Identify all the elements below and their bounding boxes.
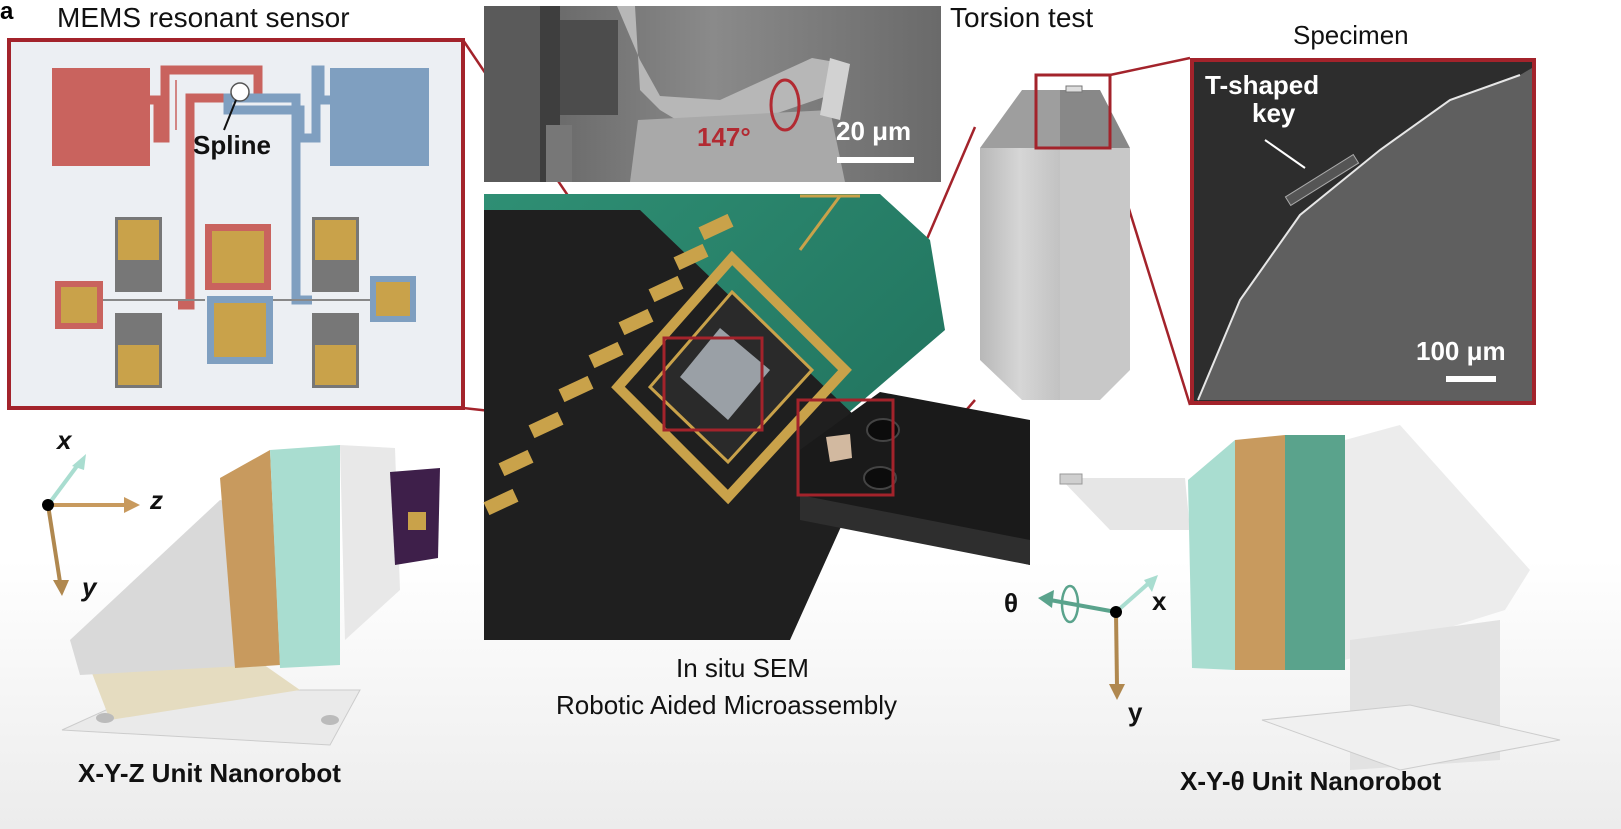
- resonator-block-right-bottom: [312, 313, 359, 388]
- axis-theta-right: θ: [1004, 588, 1019, 618]
- center-caption-line2: Robotic Aided Microassembly: [556, 690, 898, 720]
- axis-y-left: y: [82, 572, 97, 602]
- spline-hole: [230, 82, 250, 102]
- spline-label: Spline: [193, 130, 272, 160]
- mems-sensor-title: MEMS resonant sensor: [57, 2, 350, 33]
- axis-x-right: x: [1152, 586, 1167, 616]
- specimen-title: Specimen: [1293, 20, 1409, 50]
- sample-holder: [796, 392, 1030, 565]
- holder-zoom-box: [796, 398, 895, 497]
- specimen-sem-image: [1190, 58, 1536, 405]
- torsion-pillar: [980, 73, 1130, 400]
- theta-rotation-icon: [1060, 584, 1080, 624]
- xytheta-robot-label: X-Y-θ Unit Nanorobot: [1180, 766, 1442, 796]
- sem-torsion-image: [484, 6, 941, 182]
- axis-y-right: y: [1128, 697, 1143, 727]
- rotation-arrow-icon: [769, 78, 801, 132]
- resonator-block-left-top: [115, 217, 162, 292]
- axis-z-left: z: [150, 485, 163, 515]
- red-bond-pad-large: [52, 68, 150, 166]
- t-key-pointer: [1264, 139, 1306, 169]
- axis-x-left: x: [57, 425, 72, 455]
- spline-pointer: [223, 99, 237, 131]
- resonator-block-left-bottom: [115, 313, 162, 388]
- torsion-test-title: Torsion test: [950, 2, 1094, 33]
- resonator-block-right-top: [312, 217, 359, 292]
- scale-100um-label: 100 μm: [1416, 336, 1506, 366]
- angle-label: 147°: [697, 122, 751, 152]
- t-key-label: key: [1252, 98, 1296, 128]
- scale-20um-label: 20 μm: [836, 116, 912, 146]
- xytheta-nanorobot: [1059, 425, 1561, 771]
- panel-letter: a: [0, 0, 14, 25]
- xyz-nanorobot: [61, 445, 440, 746]
- xyz-axes: [42, 454, 140, 596]
- mems-chip: [680, 328, 770, 420]
- xyz-robot-label: X-Y-Z Unit Nanorobot: [78, 758, 341, 788]
- chip-carrier-frame: [611, 250, 852, 505]
- center-caption-line1: In situ SEM: [676, 653, 809, 683]
- mems-layout-panel: [7, 38, 465, 410]
- socket-pins: [483, 213, 734, 516]
- pillar-zoom-box: [1034, 73, 1112, 150]
- blue-bond-pad-large: [330, 68, 429, 166]
- socket-photo: [483, 194, 945, 640]
- chip-zoom-box: [662, 336, 764, 432]
- xytheta-axes: [1038, 575, 1158, 700]
- t-shaped-label: T-shaped: [1205, 70, 1320, 100]
- t-shaped-key: [1284, 153, 1360, 207]
